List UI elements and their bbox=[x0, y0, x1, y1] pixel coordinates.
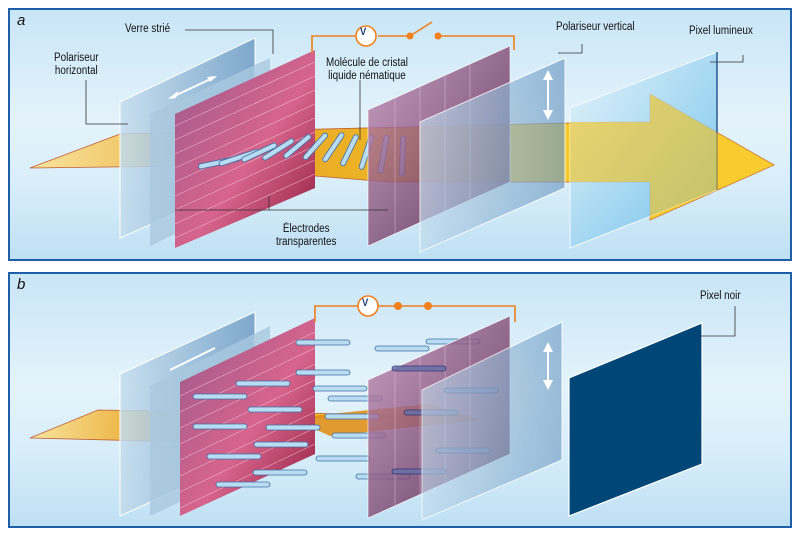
label-bright-pixel: Pixel lumineux bbox=[689, 25, 753, 37]
vertical-polarizer bbox=[421, 321, 563, 521]
voltmeter-label-b: V bbox=[362, 297, 369, 309]
label-horizontal-polarizer: Polariseur horizontal bbox=[54, 52, 99, 78]
label-line: Molécule de cristal bbox=[326, 57, 408, 69]
label-liquid-crystal-molecule: Molécule de cristal liquide nématique bbox=[326, 57, 408, 83]
label-striated-glass: Verre strié bbox=[125, 23, 171, 35]
switch-contact bbox=[394, 302, 402, 310]
label-line: Électrodes bbox=[282, 223, 330, 235]
label-transparent-electrodes: Électrodes transparentes bbox=[276, 223, 336, 249]
label-dark-pixel: Pixel noir bbox=[700, 290, 741, 302]
voltmeter-label-a: V bbox=[360, 26, 367, 38]
switch-contact bbox=[424, 302, 432, 310]
vertical-polarizer bbox=[419, 57, 566, 253]
striated-glass-electrode bbox=[174, 50, 316, 248]
label-line: transparentes bbox=[276, 236, 337, 248]
label-line: liquide nématique bbox=[328, 70, 406, 82]
voltmeter-icon bbox=[355, 25, 377, 47]
horizontal-arrow-icon bbox=[169, 76, 216, 99]
switch-contact bbox=[406, 32, 414, 40]
panel-a-letter: a bbox=[17, 12, 26, 29]
panel-a-voltage-off: a Polariseur horizontal Verre strié Molé… bbox=[8, 8, 792, 261]
striated-glass-electrode bbox=[179, 318, 316, 516]
horizontal-arrow-icon bbox=[169, 347, 216, 371]
switch-contact bbox=[434, 32, 442, 40]
label-vertical-polarizer: Polariseur vertical bbox=[556, 21, 635, 33]
label-line: horizontal bbox=[54, 65, 98, 77]
circuit bbox=[311, 21, 515, 53]
panel-b-voltage-on: b Pixel noir bbox=[8, 272, 792, 528]
diagram-a bbox=[29, 21, 775, 253]
label-line: Polariseur bbox=[54, 52, 99, 64]
pixel-dark bbox=[568, 322, 703, 517]
diagram-b bbox=[29, 295, 736, 521]
panel-b-letter: b bbox=[17, 276, 26, 293]
circuit bbox=[314, 305, 516, 322]
voltmeter-icon bbox=[357, 295, 379, 317]
